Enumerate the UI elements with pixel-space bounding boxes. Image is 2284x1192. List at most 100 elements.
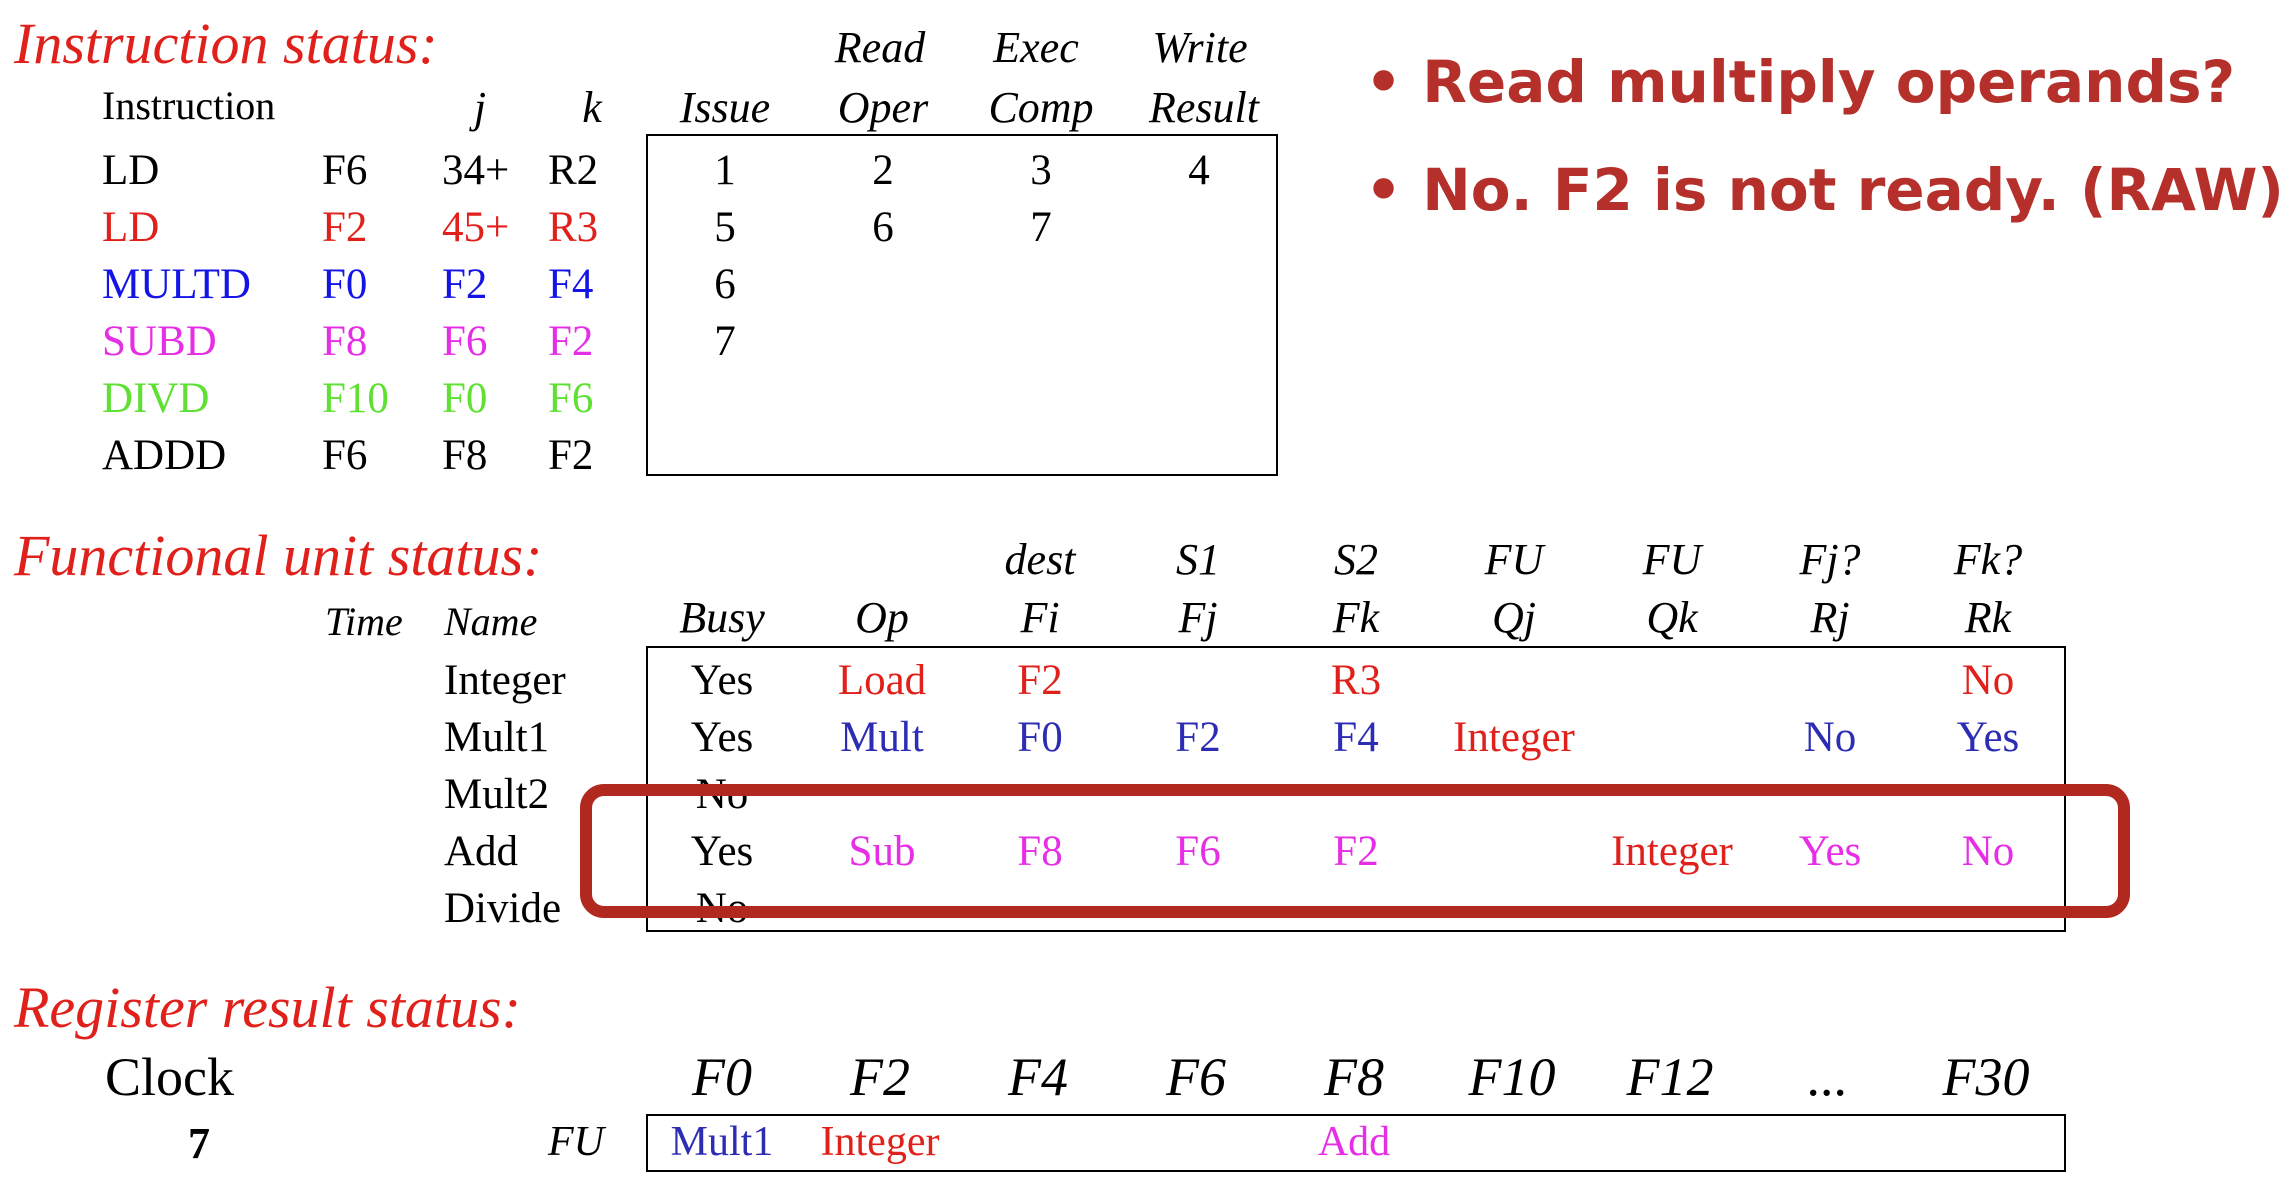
clock-label: Clock (105, 1047, 234, 1107)
fu-cell-op: Sub (848, 828, 916, 875)
instr-issue: 5 (714, 204, 736, 251)
instr-issue: 1 (714, 147, 736, 194)
instr-op: SUBD (102, 318, 217, 365)
fu-row-name: Divide (444, 885, 562, 932)
register-name: F10 (1468, 1047, 1556, 1107)
fu-row-name: Integer (444, 657, 566, 704)
instr-read: 6 (872, 204, 894, 251)
fu-row-name: Mult1 (444, 714, 550, 761)
fu-cell-fk: F2 (1333, 828, 1379, 875)
col-top-write: Write (1152, 23, 1248, 72)
fu-cell-fk: R3 (1330, 657, 1382, 704)
fu-cell-op: Load (837, 657, 927, 704)
col-issue: Issue (679, 83, 771, 132)
col-top-fk: Fk? (1953, 535, 2023, 584)
register-name: F8 (1324, 1047, 1384, 1107)
col-fi: Fi (1020, 593, 1060, 642)
instr-dest: F0 (322, 261, 368, 308)
col-op: Op (855, 593, 909, 642)
instr-k: R2 (548, 147, 599, 194)
col-instruction: Instruction (102, 83, 276, 128)
instr-dest: F8 (322, 318, 368, 365)
col-k: k (582, 83, 602, 132)
instr-k: R3 (548, 204, 599, 251)
col-top-exec: Exec (993, 23, 1079, 72)
fu-cell-busy: Yes (690, 828, 754, 875)
col-fj: Fj (1178, 593, 1218, 642)
instr-j: F8 (442, 432, 488, 479)
instr-op: LD (102, 147, 160, 194)
instr-j: 34+ (442, 147, 510, 194)
fu-cell-qj: Integer (1453, 714, 1575, 761)
instr-dest: F10 (322, 375, 389, 422)
instr-k: F6 (548, 375, 594, 422)
instr-issue: 6 (714, 261, 736, 308)
register-fu-value: Integer (820, 1119, 940, 1165)
instr-dest: F6 (322, 147, 368, 194)
col-qk: Qk (1646, 593, 1698, 642)
fu-cell-rk: No (1961, 657, 2015, 704)
register-name: ... (1807, 1047, 1849, 1107)
col-qj: Qj (1492, 593, 1536, 642)
instr-j: F2 (442, 261, 488, 308)
col-time: Time (325, 599, 403, 644)
instr-k: F4 (548, 261, 594, 308)
col-rj: Rj (1810, 593, 1850, 642)
instr-dest: F2 (322, 204, 368, 251)
bullet-dot-icon: • (1365, 156, 1423, 224)
instr-write: 4 (1188, 147, 1210, 194)
register-name: F12 (1626, 1047, 1714, 1107)
fu-cell-rj: No (1803, 714, 1857, 761)
instr-exec: 7 (1030, 204, 1052, 251)
instr-j: F0 (442, 375, 488, 422)
instr-op: ADDD (102, 432, 227, 479)
register-name: F0 (692, 1047, 752, 1107)
functional-unit-status-title: Functional unit status: (14, 523, 543, 588)
instr-issue: 7 (714, 318, 736, 365)
col-top-s1: S1 (1176, 535, 1220, 584)
fu-cell-qk: Integer (1611, 828, 1733, 875)
fu-row-name: Mult2 (444, 771, 550, 818)
fu-cell-busy: Yes (690, 714, 754, 761)
fu-cell-fk: F4 (1333, 714, 1379, 761)
fu-cell-rk: No (1961, 828, 2015, 875)
instr-j: F6 (442, 318, 488, 365)
col-busy: Busy (679, 593, 765, 642)
col-top-dest: dest (1004, 535, 1076, 584)
col-top-s2: S2 (1334, 535, 1378, 584)
col-j: j (473, 83, 487, 132)
col-rk: Rk (1964, 593, 2012, 642)
register-status-box (646, 1114, 2066, 1172)
instr-op: LD (102, 204, 160, 251)
register-name: F30 (1942, 1047, 2030, 1107)
register-name: F2 (850, 1047, 910, 1107)
fu-cell-busy: Yes (690, 657, 754, 704)
fu-row-name: Add (444, 828, 519, 875)
highlight-add-row (580, 784, 2130, 918)
col-top-fu-qj: FU (1484, 535, 1544, 584)
fu-cell-fi: F8 (1017, 828, 1063, 875)
col-name: Name (444, 599, 538, 644)
fu-label: FU (548, 1119, 604, 1165)
col-fk: Fk (1332, 593, 1380, 642)
instr-read: 2 (872, 147, 894, 194)
fu-cell-rj: Yes (1798, 828, 1862, 875)
col-comp: Comp (988, 83, 1094, 132)
fu-cell-fi: F2 (1017, 657, 1063, 704)
clock-value: 7 (188, 1119, 210, 1168)
col-top-fj: Fj? (1799, 535, 1861, 584)
fu-cell-fi: F0 (1017, 714, 1063, 761)
instr-k: F2 (548, 318, 594, 365)
register-fu-value: Add (1317, 1119, 1391, 1165)
col-result: Result (1149, 83, 1259, 132)
instruction-status-box (646, 134, 1278, 476)
instr-j: 45+ (442, 204, 510, 251)
bullet-answer: • No. F2 is not ready. (RAW) (1365, 156, 2284, 224)
col-oper: Oper (837, 83, 929, 132)
instruction-status-title: Instruction status: (14, 11, 438, 76)
bullet-dot-icon: • (1365, 48, 1423, 116)
register-name: F6 (1166, 1047, 1226, 1107)
register-fu-value: Mult1 (670, 1119, 774, 1165)
register-name: F4 (1008, 1047, 1068, 1107)
bullet-question: • Read multiply operands? (1365, 48, 2236, 116)
